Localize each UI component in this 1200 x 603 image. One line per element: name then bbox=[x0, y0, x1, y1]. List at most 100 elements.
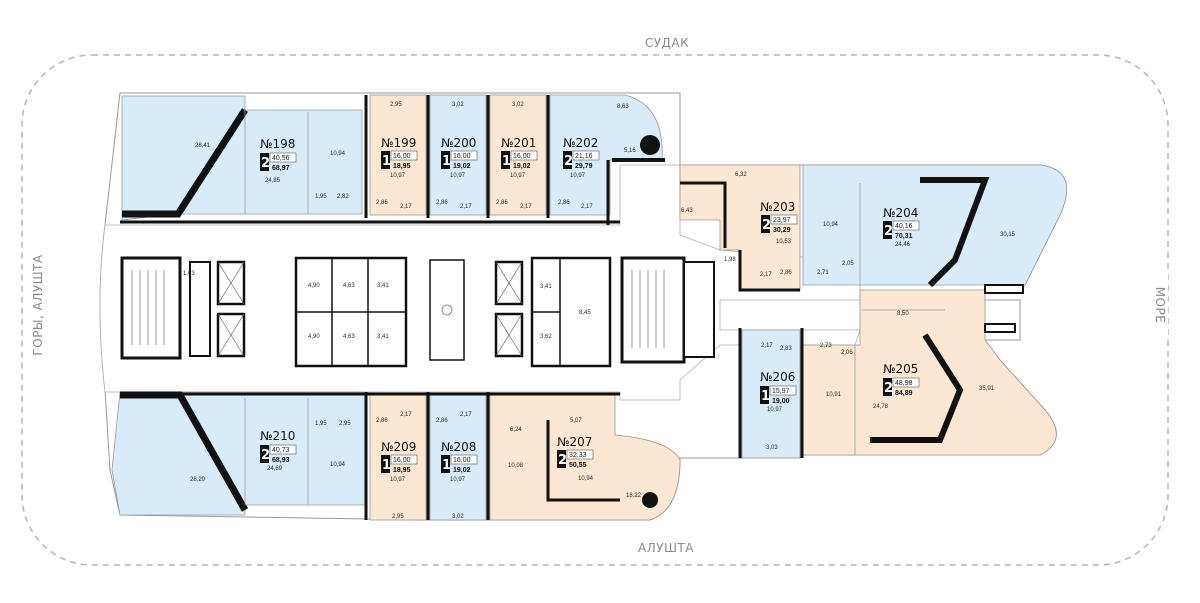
living-area: 48,98 bbox=[895, 380, 913, 387]
storage-block-right bbox=[530, 256, 612, 368]
dim-label: 2,86 bbox=[436, 418, 448, 424]
dim-label: 24,85 bbox=[265, 178, 281, 184]
living-area: 40,56 bbox=[272, 155, 290, 162]
total-area: 29,79 bbox=[575, 163, 593, 170]
apartment-203[interactable] bbox=[679, 164, 801, 292]
rooms-count: 2 bbox=[261, 156, 270, 171]
dim-label: 2,83 bbox=[780, 346, 792, 352]
dim-label: 8,50 bbox=[897, 311, 909, 317]
living-area: 40,16 bbox=[895, 223, 913, 230]
left-stair bbox=[120, 256, 182, 360]
dim-label: 2,05 bbox=[842, 261, 854, 267]
dim-label: 2,86 bbox=[436, 200, 448, 206]
dim-label: 2,95 bbox=[339, 421, 351, 427]
apartment-number: №203 bbox=[760, 200, 795, 214]
dim-label: 2,86 bbox=[376, 200, 388, 206]
dim-label: 24,78 bbox=[873, 404, 889, 410]
dim-label: 3,03 bbox=[766, 445, 778, 451]
storage-block-left bbox=[294, 256, 408, 368]
dim-label: 2,73 bbox=[820, 343, 832, 349]
dim-label: 2,86 bbox=[558, 200, 570, 206]
dim-label: 3,62 bbox=[540, 334, 552, 340]
rooms-count: 2 bbox=[261, 448, 270, 463]
apartment-number: №205 bbox=[883, 362, 918, 376]
total-area: 68,97 bbox=[272, 165, 290, 172]
dim-label: 2,17 bbox=[460, 204, 472, 210]
rooms-count: 1 bbox=[761, 389, 770, 404]
dim-label: 4,63 bbox=[343, 283, 355, 289]
living-area: 15,97 bbox=[772, 388, 790, 395]
apartment-210[interactable] bbox=[111, 391, 366, 516]
dim-label: 10,97 bbox=[767, 407, 783, 413]
rooms-count: 2 bbox=[884, 381, 893, 396]
total-area: 18,95 bbox=[393, 467, 411, 474]
apartment-number: №202 bbox=[563, 136, 598, 150]
dim-label: 1,63 bbox=[183, 271, 195, 277]
dim-label: 6,43 bbox=[681, 208, 693, 214]
dim-label: 10,08 bbox=[508, 463, 524, 469]
apartment-204[interactable] bbox=[802, 164, 1068, 288]
apartment-205[interactable] bbox=[799, 289, 1057, 456]
apartment-202[interactable] bbox=[549, 94, 663, 216]
apartment-number: №210 bbox=[260, 429, 295, 443]
left-elevators bbox=[189, 260, 246, 358]
apartment-198[interactable] bbox=[121, 95, 363, 221]
dim-label: 8,45 bbox=[579, 310, 591, 316]
rooms-count: 1 bbox=[382, 458, 391, 473]
dim-label: 1,95 bbox=[315, 421, 327, 427]
rooms-count: 2 bbox=[762, 218, 771, 233]
dim-label: 10,97 bbox=[510, 173, 526, 179]
living-area: 32,33 bbox=[569, 452, 587, 459]
rooms-count: 1 bbox=[442, 154, 451, 169]
dim-label: 2,86 bbox=[376, 418, 388, 424]
rooms-count: 2 bbox=[564, 154, 573, 169]
living-area: 16,00 bbox=[393, 457, 411, 464]
total-area: 68,93 bbox=[272, 457, 290, 464]
dim-label: 24,69 bbox=[267, 466, 283, 472]
dim-label: 1,95 bbox=[315, 194, 327, 200]
dim-label: 10,94 bbox=[578, 476, 594, 482]
living-area: 16,00 bbox=[513, 153, 531, 160]
total-area: 84,89 bbox=[895, 390, 913, 397]
living-area: 21,16 bbox=[575, 153, 593, 160]
dim-label: 2,86 bbox=[496, 200, 508, 206]
dim-label: 5,07 bbox=[570, 418, 582, 424]
dim-label: 6,24 bbox=[510, 427, 522, 433]
dim-label: 3,02 bbox=[512, 102, 524, 108]
rooms-count: 2 bbox=[558, 453, 567, 468]
dim-label: 10,97 bbox=[450, 477, 466, 483]
dim-label: 2,17 bbox=[400, 204, 412, 210]
total-area: 19,00 bbox=[772, 398, 790, 405]
direction-right: МОРЕ bbox=[1153, 287, 1167, 324]
dim-label: 10,97 bbox=[390, 173, 406, 179]
dim-label: 3,02 bbox=[452, 102, 464, 108]
direction-left: ГОРЫ, АЛУШТА bbox=[31, 254, 45, 355]
living-area: 23,97 bbox=[773, 217, 791, 224]
dim-label: 10,94 bbox=[330, 151, 346, 157]
dim-label: 2,17 bbox=[760, 272, 772, 278]
dim-label: 5,16 bbox=[624, 148, 636, 154]
dim-label: 3,41 bbox=[540, 284, 552, 290]
room-dimensions: 28,41 24,85 10,94 1,95 2,82 2,95 3,02 3,… bbox=[183, 102, 1016, 520]
rooms-count: 1 bbox=[442, 458, 451, 473]
apartment-number: №209 bbox=[381, 440, 416, 454]
total-area: 30,29 bbox=[773, 227, 791, 234]
dim-label: 2,86 bbox=[780, 270, 792, 276]
dim-label: 10,91 bbox=[826, 392, 842, 398]
dim-label: 2,17 bbox=[460, 412, 472, 418]
total-area: 50,55 bbox=[569, 462, 587, 469]
apartment-number: №198 bbox=[260, 137, 295, 151]
total-area: 19,02 bbox=[453, 163, 471, 170]
dim-label: 18,22 bbox=[626, 493, 642, 499]
dim-label: 2,82 bbox=[337, 194, 349, 200]
apartment-number: №206 bbox=[760, 370, 795, 384]
dim-label: 2,95 bbox=[392, 514, 404, 520]
rooms-count: 1 bbox=[502, 154, 511, 169]
apartment-number: №204 bbox=[883, 206, 918, 220]
dim-label: 35,91 bbox=[979, 386, 995, 392]
dim-label: 3,41 bbox=[377, 283, 389, 289]
apartment-number: №201 bbox=[501, 136, 536, 150]
central-elevators bbox=[429, 259, 524, 361]
total-area: 19,02 bbox=[513, 163, 531, 170]
